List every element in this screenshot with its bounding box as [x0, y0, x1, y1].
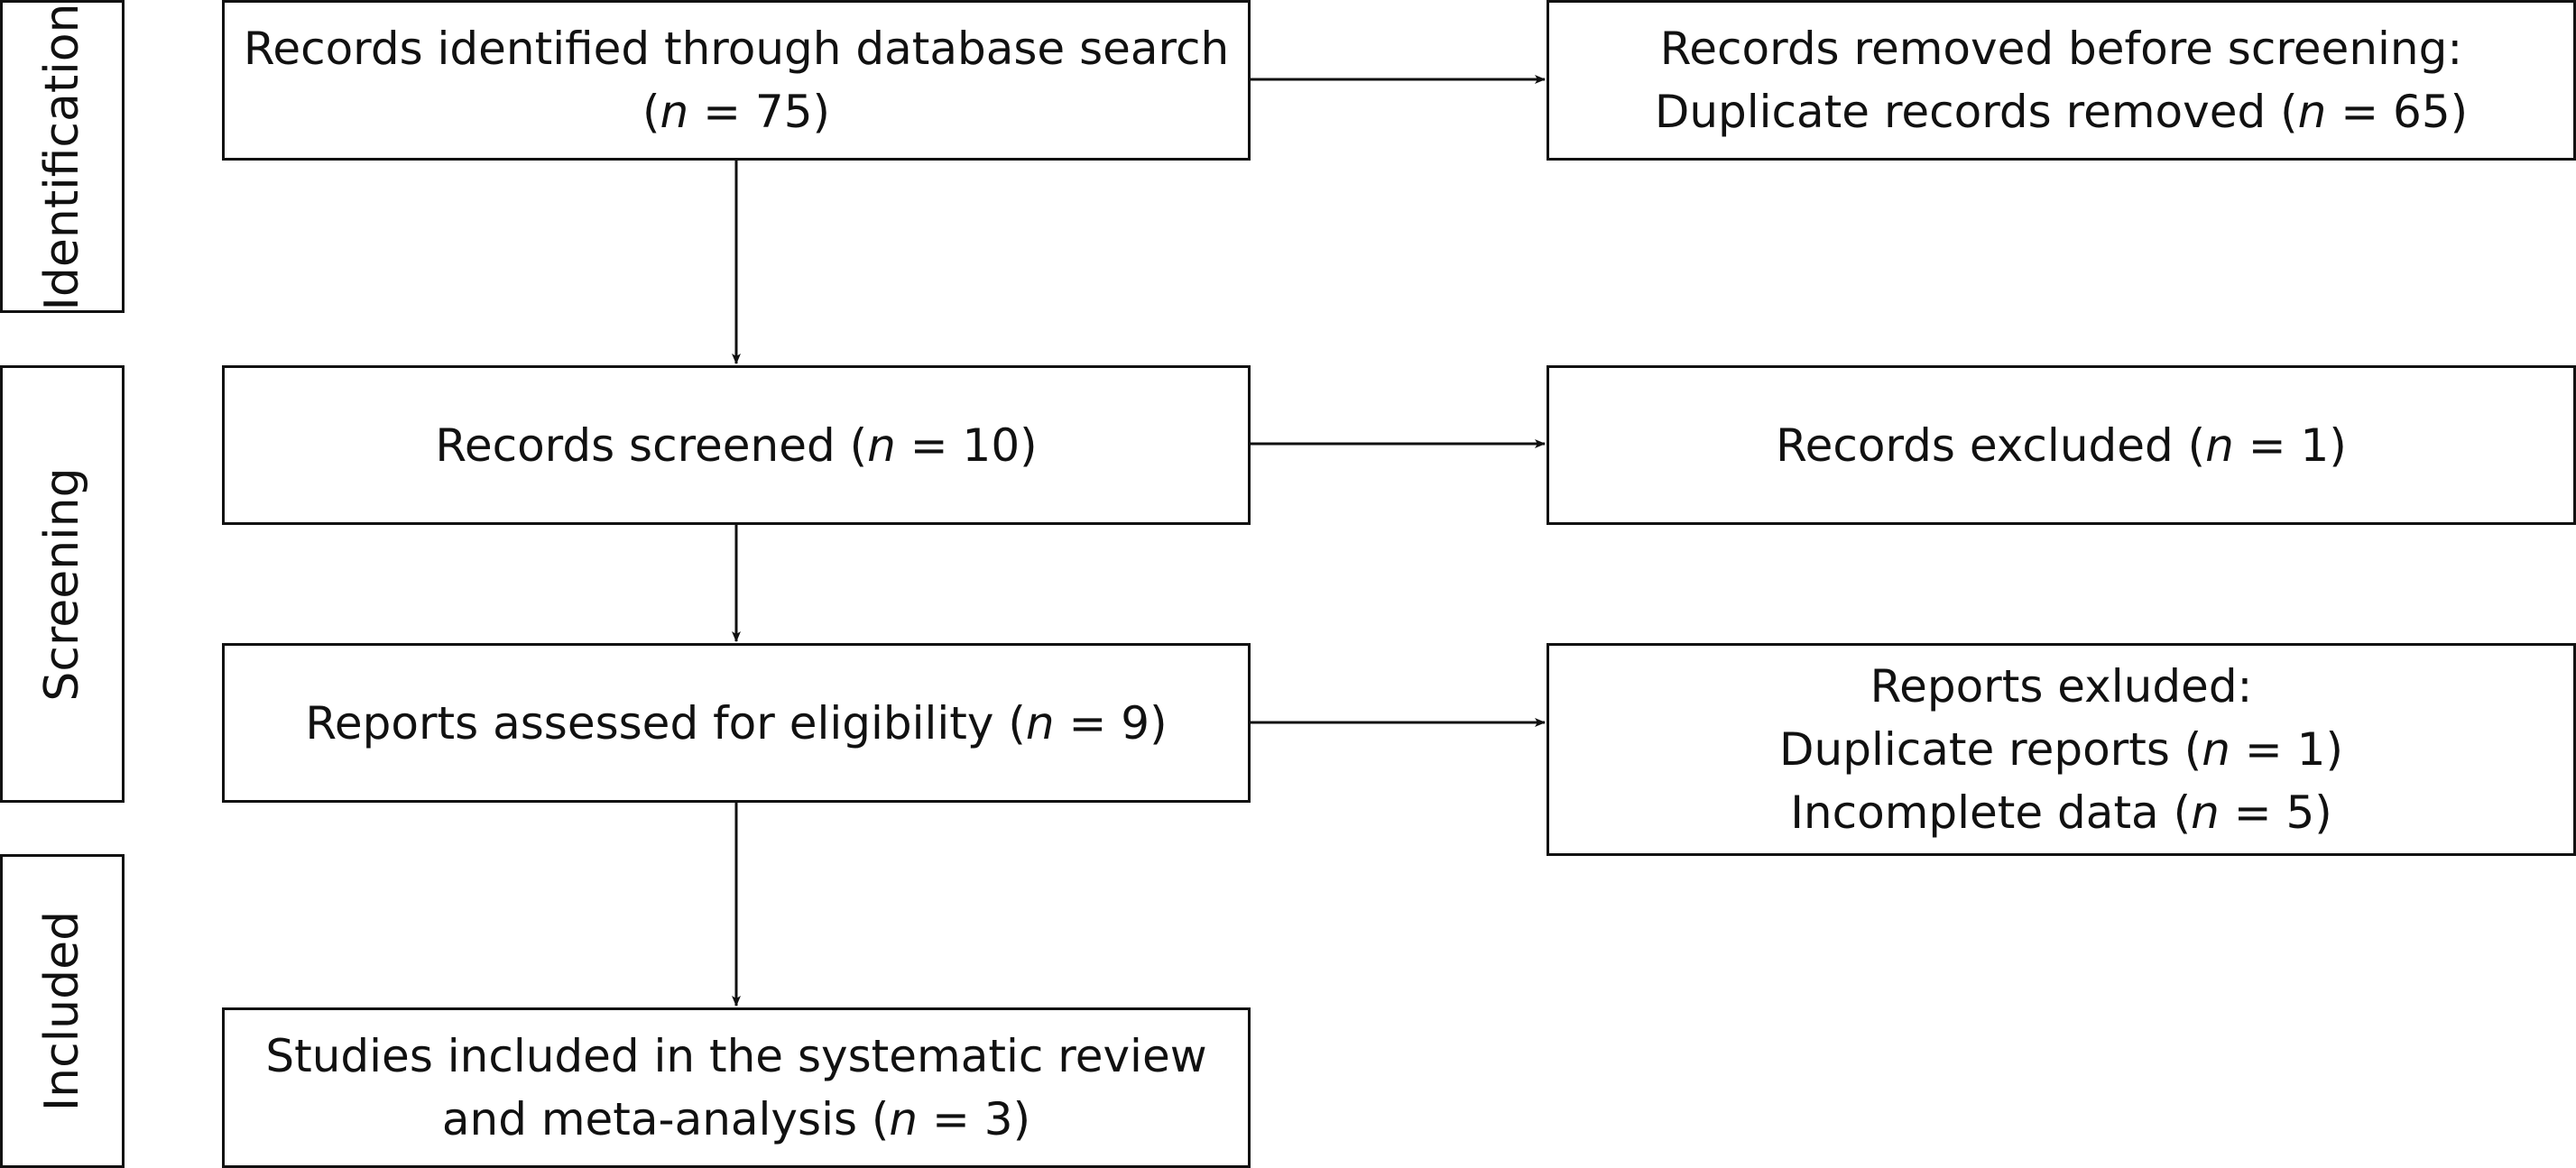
box-studies-included: Studies included in the systematic revie…: [222, 1007, 1251, 1168]
box-line: Records identified through database sear…: [243, 23, 1230, 75]
box-reports-excluded: Reports exluded: Duplicate reports (n = …: [1547, 643, 2576, 856]
box-records-identified: Records identified through database sear…: [222, 0, 1251, 161]
box-line: and meta-analysis (n = 3): [441, 1093, 1031, 1145]
box-line: Records screened (n = 10): [435, 418, 1038, 472]
stage-identification: Identification: [0, 0, 125, 313]
stage-screening: Screening: [0, 365, 125, 803]
box-records-excluded: Records excluded (n = 1): [1547, 365, 2576, 525]
box-records-screened: Records screened (n = 10): [222, 365, 1251, 525]
box-line: Records removed before screening:: [1659, 23, 2463, 75]
box-line: Records excluded (n = 1): [1776, 418, 2347, 472]
stage-included: Included: [0, 854, 125, 1168]
box-reports-assessed: Reports assessed for eligibility (n = 9): [222, 643, 1251, 803]
box-line: Studies included in the systematic revie…: [265, 1030, 1207, 1082]
box-line: Duplicate records removed (n = 65): [1654, 86, 2469, 138]
box-line: Duplicate reports (n = 1): [1779, 723, 2343, 776]
box-line: Reports exluded:: [1870, 660, 2253, 713]
box-line: Reports assessed for eligibility (n = 9): [305, 696, 1168, 750]
box-records-removed: Records removed before screening: Duplic…: [1547, 0, 2576, 161]
box-line: (n = 75): [642, 86, 831, 138]
box-line: Incomplete data (n = 5): [1790, 786, 2332, 839]
